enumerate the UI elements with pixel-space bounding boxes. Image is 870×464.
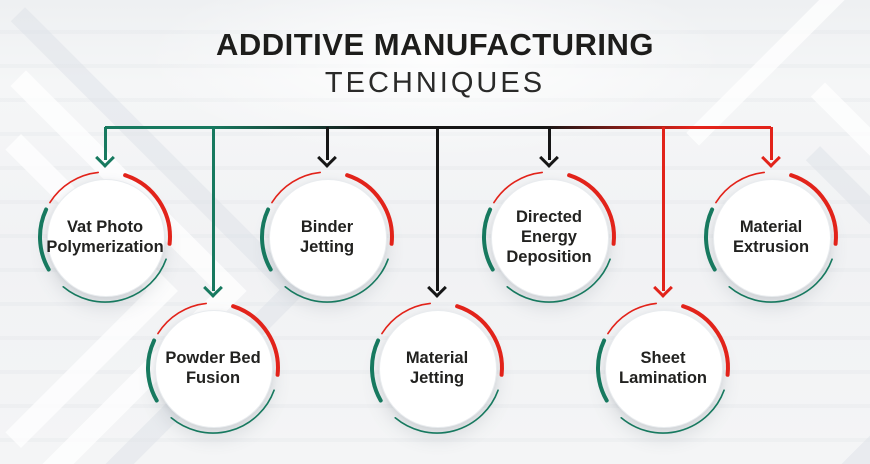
- node-label-line2: Deposition: [506, 248, 592, 267]
- connector-drop-powder-bed-fusion: [211, 127, 215, 291]
- title-line-1: ADDITIVE MANUFACTURING: [215, 27, 655, 62]
- node-disc: [491, 179, 609, 297]
- node-label-line1: Sheet: [640, 348, 686, 367]
- node-label-line1: Powder Bed: [165, 348, 261, 367]
- node-label: Sheet Lamination: [607, 312, 719, 424]
- node-disc: [47, 179, 165, 297]
- node-label: Binder Jetting: [271, 181, 383, 293]
- node-ring-decoration: [38, 171, 172, 303]
- node-powder-bed-fusion: Powder Bed Fusion: [143, 298, 283, 438]
- node-label: Material Jetting: [381, 312, 493, 424]
- node-ring-decoration: [596, 302, 730, 434]
- node-ring-decoration: [260, 171, 394, 303]
- node-ring-decoration: [704, 171, 838, 303]
- connector-drop-vat-photo-polymerization: [103, 127, 107, 160]
- page-title: ADDITIVE MANUFACTURING TECHNIQUES: [0, 26, 870, 101]
- title-line-2: TECHNIQUES: [324, 67, 546, 100]
- connector-drop-directed-energy-deposition: [547, 127, 551, 160]
- node-disc: [605, 310, 723, 428]
- node-label-line2: Polymerization: [46, 238, 164, 256]
- node-material-jetting: Material Jetting: [367, 298, 507, 438]
- node-vat-photo-polymerization: Vat Photo Polymerization: [35, 167, 175, 307]
- node-label-line2: Jetting: [299, 238, 355, 256]
- node-binder-jetting: Binder Jetting: [257, 167, 397, 307]
- node-disc: [269, 179, 387, 297]
- connector-drop-material-extrusion: [769, 127, 773, 160]
- connector-drop-sheet-lamination: [661, 127, 665, 291]
- node-label-line1: Binder: [300, 217, 354, 236]
- node-ring-decoration: [370, 302, 504, 434]
- node-label-line2: Fusion: [185, 369, 241, 387]
- node-label-line1: Vat Photo: [66, 217, 144, 236]
- node-ring-decoration: [482, 171, 616, 303]
- node-label: Directed Energy Deposition: [493, 181, 605, 293]
- node-material-extrusion: Material Extrusion: [701, 167, 841, 307]
- connector-drop-material-jetting: [435, 127, 439, 291]
- node-label: Powder Bed Fusion: [157, 312, 269, 424]
- node-disc: [713, 179, 831, 297]
- node-label-line2: Lamination: [618, 369, 707, 387]
- connector-drop-binder-jetting: [325, 127, 329, 160]
- node-label-line1: Material: [405, 348, 469, 367]
- node-label: Material Extrusion: [715, 181, 827, 293]
- node-label-line2: Jetting: [409, 369, 465, 387]
- node-sheet-lamination: Sheet Lamination: [593, 298, 733, 438]
- node-label-line2: Extrusion: [732, 238, 810, 256]
- node-label-line1: Directed Energy: [515, 207, 583, 246]
- node-disc: [155, 310, 273, 428]
- node-directed-energy-deposition: Directed Energy Deposition: [479, 167, 619, 307]
- node-label-line1: Material: [739, 217, 803, 236]
- node-disc: [379, 310, 497, 428]
- node-label: Vat Photo Polymerization: [46, 181, 164, 293]
- node-ring-decoration: [146, 302, 280, 434]
